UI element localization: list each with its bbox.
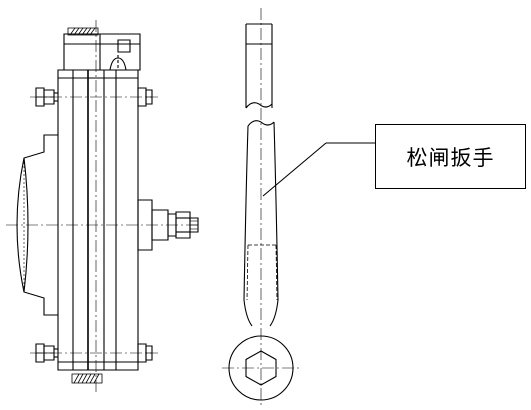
- callout-label: 松闸扳手: [406, 145, 495, 170]
- brake-body: [6, 20, 200, 395]
- body-centerlines: [6, 20, 200, 395]
- bottom-friction-pad: [72, 374, 102, 383]
- wrench-centerlines: [222, 8, 300, 405]
- release-wrench: [222, 8, 300, 405]
- callout-box: 松闸扳手: [375, 124, 526, 189]
- top-friction-pad: [68, 28, 98, 35]
- callout-leader-line: [263, 143, 375, 196]
